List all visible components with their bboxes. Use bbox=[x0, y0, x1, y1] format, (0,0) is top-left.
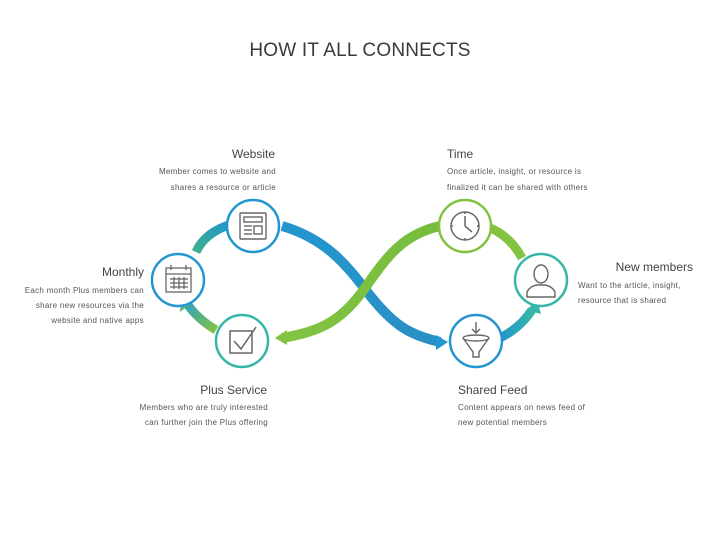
arrowhead-to-shared-feed bbox=[436, 335, 448, 350]
arc-new-members-time bbox=[488, 223, 526, 261]
new-members-label: New members bbox=[615, 260, 693, 274]
node-time bbox=[437, 198, 493, 254]
time-label: Time bbox=[447, 147, 474, 161]
ring-new-members bbox=[513, 252, 569, 308]
monthly-desc-line3: website and native apps bbox=[51, 316, 144, 325]
node-monthly bbox=[150, 252, 206, 308]
checkbox-icon bbox=[229, 326, 257, 354]
plus-service-desc-line2: can further join the Plus offering bbox=[144, 418, 268, 427]
node-website bbox=[225, 198, 281, 254]
monthly-desc-line1: Each month Plus members can bbox=[24, 286, 144, 295]
ring-plus-service bbox=[214, 313, 270, 369]
website-label: Website bbox=[231, 147, 275, 161]
person-icon bbox=[526, 264, 556, 298]
shared-feed-desc-line2: new potential members bbox=[458, 418, 548, 427]
arc-plus-service-monthly bbox=[182, 299, 219, 334]
ring-website bbox=[225, 198, 281, 254]
time-desc-line1: Once article, insight, or resource is bbox=[447, 167, 582, 176]
plus-service-desc-line1: Members who are truly interested bbox=[139, 403, 268, 412]
calendar-icon bbox=[165, 265, 192, 293]
arc-time-plus-service bbox=[281, 221, 442, 343]
time-desc-line2: finalized it can be shared with others bbox=[447, 183, 588, 192]
clock-icon bbox=[450, 211, 480, 241]
shared-feed-desc-line1: Content appears on news feed of bbox=[458, 403, 586, 412]
node-shared-feed bbox=[448, 313, 504, 369]
funnel-icon bbox=[462, 322, 490, 358]
website-desc-line2: shares a resource or article bbox=[170, 183, 276, 192]
node-new-members bbox=[513, 252, 569, 308]
page-title: HOW IT ALL CONNECTS bbox=[249, 40, 471, 61]
monthly-desc-line2: share new resources via the bbox=[35, 301, 144, 310]
arc-website-shared-feed bbox=[280, 221, 442, 347]
new-members-desc-line2: resource that is shared bbox=[578, 296, 667, 305]
monthly-label: Monthly bbox=[101, 265, 144, 279]
shared-feed-label: Shared Feed bbox=[458, 383, 528, 397]
ring-monthly bbox=[150, 252, 206, 308]
flow-band bbox=[182, 219, 536, 347]
new-members-desc-line1: Want to the article, insight, bbox=[578, 281, 681, 290]
arrowhead-to-plus-service bbox=[275, 330, 287, 345]
node-plus-service bbox=[214, 313, 270, 369]
arc-shared-feed-new-members bbox=[497, 307, 536, 343]
website-desc-line1: Member comes to website and bbox=[158, 167, 276, 176]
plus-service-label: Plus Service bbox=[200, 383, 267, 397]
newspaper-icon bbox=[239, 212, 267, 240]
